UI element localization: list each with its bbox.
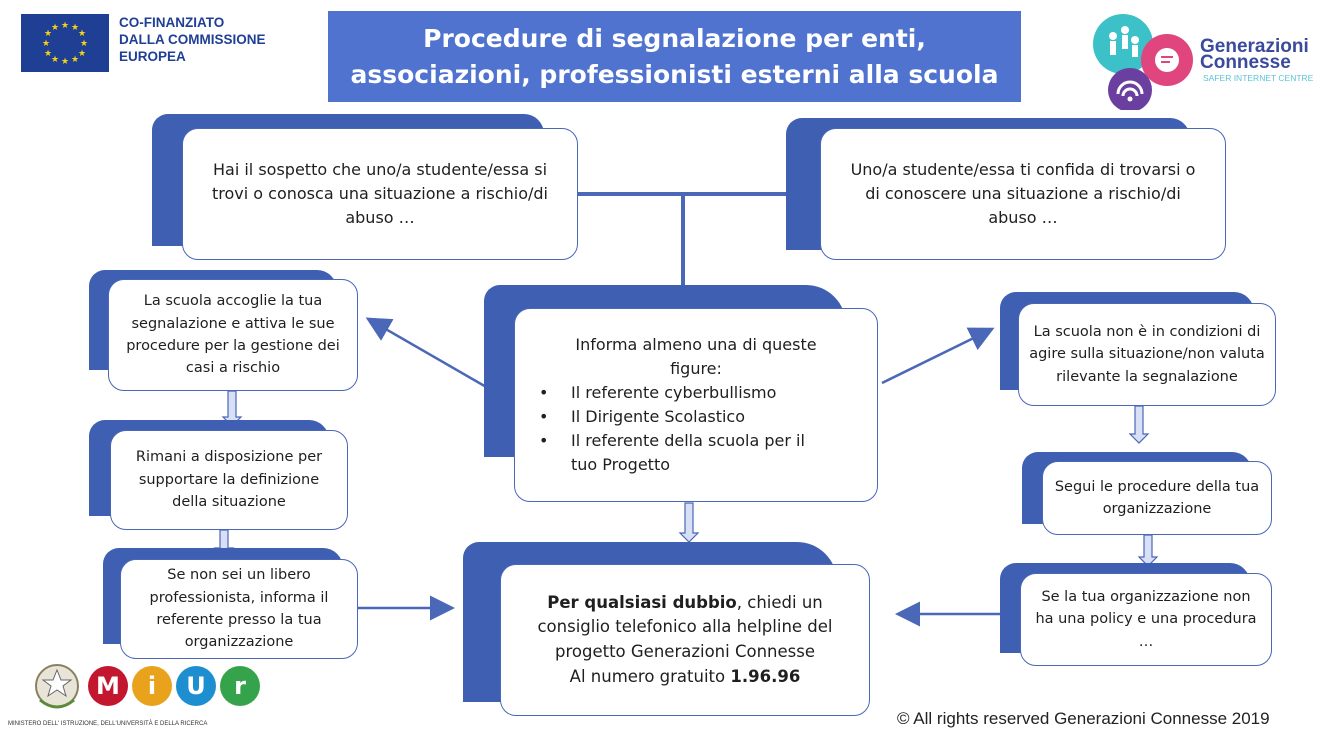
box-school-accepts: La scuola accoglie la tua segnalazione e… — [108, 279, 358, 391]
box-no-policy: Se la tua organizzazione non ha una poli… — [1020, 573, 1272, 666]
box-inform-referent-text: Se non sei un libero professionista, inf… — [149, 567, 329, 651]
figure-item: Il referente della scuola per il tuo Pro… — [539, 429, 861, 477]
box-inform-figures: Informa almeno una di queste figure: Il … — [514, 308, 878, 502]
svg-text:★: ★ — [44, 49, 52, 59]
box-follow-procedures-text: Segui le procedure della tua organizzazi… — [1054, 478, 1260, 517]
svg-text:★: ★ — [61, 57, 69, 67]
miur-letter: U — [176, 666, 216, 706]
svg-text:★: ★ — [51, 23, 59, 33]
box-suspicion: Hai il sospetto che uno/a studente/essa … — [182, 128, 578, 260]
copyright-notice: © All rights reserved Generazioni Connes… — [897, 709, 1270, 728]
title-line: Procedure di segnalazione per enti, — [423, 23, 926, 53]
box-stay-available: Rimani a disposizione per supportare la … — [110, 430, 348, 530]
helpline-number-label: Al numero gratuito — [569, 666, 731, 686]
top-connector — [578, 192, 820, 290]
gc-name-line2: Connesse — [1200, 52, 1291, 73]
figure-item: Il referente cyberbullismo — [539, 381, 861, 405]
eu-label-line: CO-FINANZIATO — [119, 15, 225, 30]
box-inform-referent: Se non sei un libero professionista, inf… — [120, 559, 358, 659]
box-confided-text: Uno/a studente/essa ti confida di trovar… — [850, 160, 1196, 227]
generazioni-connesse-logo-icon — [1085, 10, 1195, 112]
box-school-accepts-text: La scuola accoglie la tua segnalazione e… — [126, 293, 340, 377]
svg-text:★: ★ — [78, 29, 86, 39]
svg-text:★: ★ — [71, 23, 79, 33]
eu-label-line: DALLA COMMISSIONE — [119, 32, 266, 47]
box-no-policy-text: Se la tua organizzazione non ha una poli… — [1035, 588, 1257, 650]
page-title: Procedure di segnalazione per enti, asso… — [328, 11, 1021, 102]
miur-logo: M i U r — [88, 666, 268, 708]
down-arrow-center — [678, 502, 700, 543]
box-school-cannot-act: La scuola non è in condizioni di agire s… — [1018, 303, 1276, 406]
miur-letter: r — [220, 666, 260, 706]
figures-list: Il referente cyberbullismo Il Dirigente … — [525, 381, 867, 477]
title-line: associazioni, professionisti esterni all… — [350, 59, 999, 89]
inform-intro: Informa almeno una di queste figure: — [575, 335, 817, 378]
italian-emblem-icon — [32, 660, 82, 714]
svg-text:★: ★ — [51, 55, 59, 65]
box-suspicion-text: Hai il sospetto che uno/a studente/essa … — [212, 160, 548, 227]
helpline-text: , chiedi un consiglio telefonico alla he… — [537, 592, 833, 662]
miur-letter: M — [88, 666, 128, 706]
down-arrow-right-2 — [1137, 534, 1159, 567]
svg-text:★: ★ — [78, 49, 86, 59]
eu-label-line: EUROPEA — [119, 49, 186, 64]
box-confided: Uno/a studente/essa ti confida di trovar… — [820, 128, 1226, 260]
figure-item: Il Dirigente Scolastico — [539, 405, 861, 429]
svg-text:★: ★ — [61, 21, 69, 31]
box-follow-procedures: Segui le procedure della tua organizzazi… — [1042, 461, 1272, 535]
miur-letter: i — [132, 666, 172, 706]
eu-cofinance-label: CO-FINANZIATO DALLA COMMISSIONE EUROPEA — [119, 14, 266, 65]
box-school-cannot-act-text: La scuola non è in condizioni di agire s… — [1029, 323, 1265, 385]
gc-tagline: SAFER INTERNET CENTRE — [1203, 73, 1314, 83]
gc-name-line1: Generazioni — [1200, 36, 1309, 57]
box-stay-available-text: Rimani a disposizione per supportare la … — [135, 449, 323, 511]
svg-text:★: ★ — [42, 39, 50, 49]
miur-caption: MINISTERO DELL' ISTRUZIONE, DELL'UNIVERS… — [8, 721, 208, 727]
svg-text:★: ★ — [80, 39, 88, 49]
svg-text:★: ★ — [71, 55, 79, 65]
arrow-to-left-1 — [365, 317, 489, 390]
box-helpline: Per qualsiasi dubbio, chiedi un consigli… — [500, 564, 870, 716]
down-arrow-right-1 — [1128, 405, 1150, 444]
eu-flag-icon: ★★★ ★★★ ★★★ ★★★ — [21, 14, 109, 72]
svg-text:★: ★ — [44, 29, 52, 39]
arrow-to-right-1 — [881, 327, 995, 385]
helpline-bold: Per qualsiasi dubbio — [547, 592, 737, 612]
helpline-number: 1.96.96 — [730, 666, 801, 686]
